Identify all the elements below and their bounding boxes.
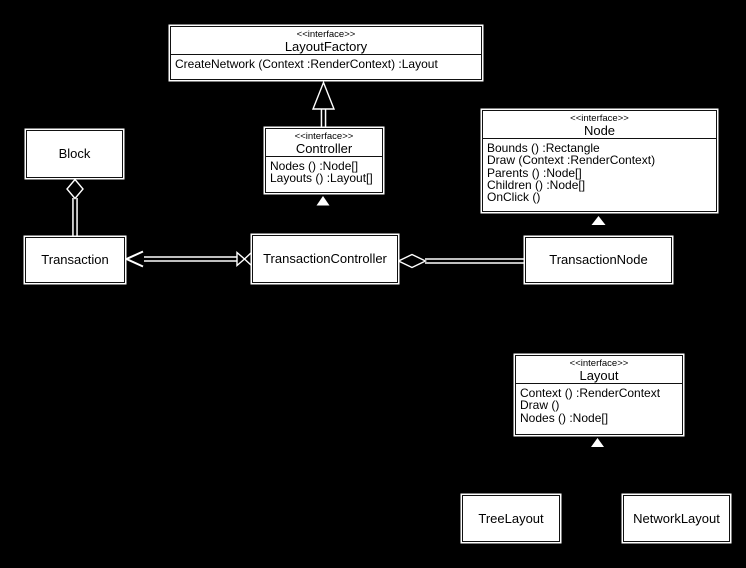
method-list: Bounds () :Rectangle Draw (Context :Rend…	[483, 139, 716, 205]
class-box-transaction: Transaction	[25, 237, 125, 283]
hollow-triangle-arrowhead	[311, 80, 336, 110]
aggregation-edge-block-to-transaction	[66, 178, 84, 238]
class-header: <<interface>> Node	[483, 111, 716, 139]
class-header: <<interface>> Controller	[266, 129, 382, 157]
realization-triangle-to-node	[591, 216, 606, 225]
method: Draw (Context :RenderContext)	[487, 153, 656, 168]
class-name: Transaction	[41, 252, 109, 267]
class-name: Node	[583, 123, 616, 138]
association-edge-transactioncontroller-to-transaction	[124, 250, 253, 268]
class-box-node: <<interface>> Node Bounds () :Rectangle …	[482, 110, 717, 212]
method: Context () :RenderContext	[520, 386, 661, 400]
open-arrowhead	[124, 250, 144, 268]
stereotype-label: <<interface>>	[570, 113, 629, 124]
class-name: Layout	[579, 368, 619, 383]
method: Layouts () :Layout[]	[270, 171, 373, 186]
method: Bounds () :Rectangle	[487, 141, 600, 155]
method: Children () :Node[]	[487, 177, 586, 192]
method: Nodes () :Node[]	[520, 410, 609, 425]
method: OnClick ()	[487, 190, 541, 205]
method: Nodes () :Node[]	[270, 159, 359, 173]
class-name: Block	[58, 146, 91, 161]
class-box-block: Block	[26, 130, 123, 178]
realization-triangle-to-layout	[591, 438, 604, 447]
realization-triangle-to-controller	[316, 196, 330, 206]
method: Draw ()	[520, 398, 560, 413]
class-box-treelayout: TreeLayout	[462, 495, 560, 542]
stereotype-label: <<interface>>	[296, 29, 356, 40]
stereotype-label: <<interface>>	[294, 131, 354, 142]
class-name: Controller	[295, 141, 353, 156]
aggregation-edge-transactioncontroller-to-transactionnode	[396, 253, 525, 269]
class-box-transactionnode: TransactionNode	[525, 237, 672, 283]
method: CreateNetwork (Context :RenderContext) :…	[175, 57, 438, 71]
class-name: TreeLayout	[478, 510, 544, 526]
class-header: <<interface>> LayoutFactory	[171, 27, 481, 55]
method-list: CreateNetwork (Context :RenderContext) :…	[171, 55, 481, 71]
method-list: Nodes () :Node[] Layouts () :Layout[]	[266, 157, 382, 185]
class-name: LayoutFactory	[284, 39, 368, 54]
class-box-controller: <<interface>> Controller Nodes () :Node[…	[265, 128, 383, 193]
aggregation-diamond	[66, 178, 84, 200]
class-name: TransactionNode	[549, 252, 648, 267]
class-box-layoutfactory: <<interface>> LayoutFactory CreateNetwor…	[170, 26, 482, 80]
method: Parents () :Node[]	[487, 165, 582, 180]
bowtie-marker	[236, 250, 246, 268]
method-list: Context () :RenderContext Draw () Nodes …	[516, 384, 682, 424]
aggregation-diamond	[396, 253, 428, 269]
stereotype-label: <<interface>>	[569, 358, 629, 369]
generalization-edge-controller-to-layoutfactory	[311, 80, 336, 129]
class-box-layout: <<interface>> Layout Context () :RenderC…	[515, 355, 683, 435]
class-name: NetworkLayout	[633, 510, 720, 526]
bowtie-marker	[243, 250, 253, 268]
class-header: <<interface>> Layout	[516, 356, 682, 384]
class-box-networklayout: NetworkLayout	[623, 495, 730, 542]
class-box-transactioncontroller: TransactionController	[252, 235, 398, 283]
class-name: TransactionController	[263, 251, 387, 266]
